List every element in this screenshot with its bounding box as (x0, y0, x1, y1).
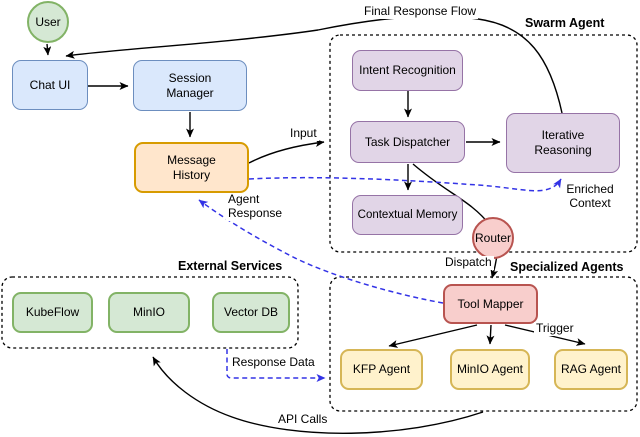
node-iterative-reasoning-label: Iterative Reasoning (534, 128, 592, 157)
edge-user-to-chat-ui (43, 43, 52, 56)
final-response-flow-label: Final Response Flow (362, 4, 479, 19)
node-chat-ui: Chat UI (12, 60, 88, 110)
edge-api-calls (152, 356, 484, 435)
input-label: Input (288, 126, 319, 141)
node-chat-ui-label: Chat UI (29, 77, 71, 92)
node-minio-agent-label: MinIO Agent (456, 362, 524, 376)
node-user-label: User (35, 14, 61, 29)
specialized-agents-title: Specialized Agents (508, 260, 626, 274)
node-contextual-memory: Contextual Memory (352, 195, 463, 235)
external-services-title: External Services (176, 259, 285, 273)
edge-tool-mapper-to-minio-agent (486, 324, 495, 345)
enriched-context-label: Enriched Context (561, 182, 619, 211)
node-minio-label: MinIO (132, 305, 165, 319)
node-iterative-reasoning: Iterative Reasoning (506, 113, 620, 173)
node-intent-recognition-label: Intent Recognition (359, 63, 456, 77)
node-session-manager-label: Session Manager (166, 70, 214, 100)
node-rag-agent: RAG Agent (554, 349, 628, 390)
node-tool-mapper-label: Tool Mapper (457, 296, 524, 311)
node-kubeflow-label: KubeFlow (25, 305, 80, 319)
node-minio: MinIO (108, 292, 190, 333)
edge-response-data (226, 349, 326, 382)
external-services-container (1, 276, 299, 349)
node-minio-agent: MinIO Agent (450, 349, 530, 390)
agent-response-label: Agent Response (226, 192, 285, 221)
edge-tool-mapper-to-kfp (388, 324, 478, 348)
node-vector-db: Vector DB (212, 292, 290, 333)
trigger-label: Trigger (534, 321, 576, 336)
response-data-label: Response Data (230, 355, 317, 370)
node-kfp-agent-label: KFP Agent (352, 362, 411, 376)
node-message-history: Message History (134, 142, 249, 193)
api-calls-label: API Calls (276, 412, 330, 427)
edge-enriched-context (248, 176, 562, 192)
node-router-label: Router (474, 230, 512, 245)
edge-final-response-flow (65, 15, 563, 114)
node-task-dispatcher: Task Dispatcher (350, 121, 465, 163)
node-tool-mapper: Tool Mapper (443, 284, 538, 324)
node-message-history-label: Message History (167, 152, 216, 182)
dispatch-label: Dispatch (443, 255, 494, 270)
node-rag-agent-label: RAG Agent (560, 362, 622, 376)
node-contextual-memory-label: Contextual Memory (357, 208, 458, 221)
node-task-dispatcher-label: Task Dispatcher (364, 134, 451, 149)
node-session-manager: Session Manager (133, 60, 247, 111)
node-user: User (27, 1, 69, 43)
node-kfp-agent: KFP Agent (340, 349, 423, 390)
swarm-agent-title: Swarm Agent (523, 16, 607, 30)
node-kubeflow: KubeFlow (12, 292, 93, 333)
node-intent-recognition: Intent Recognition (352, 50, 463, 91)
node-vector-db-label: Vector DB (223, 305, 279, 319)
node-router: Router (472, 217, 514, 259)
edge-input (248, 139, 325, 164)
